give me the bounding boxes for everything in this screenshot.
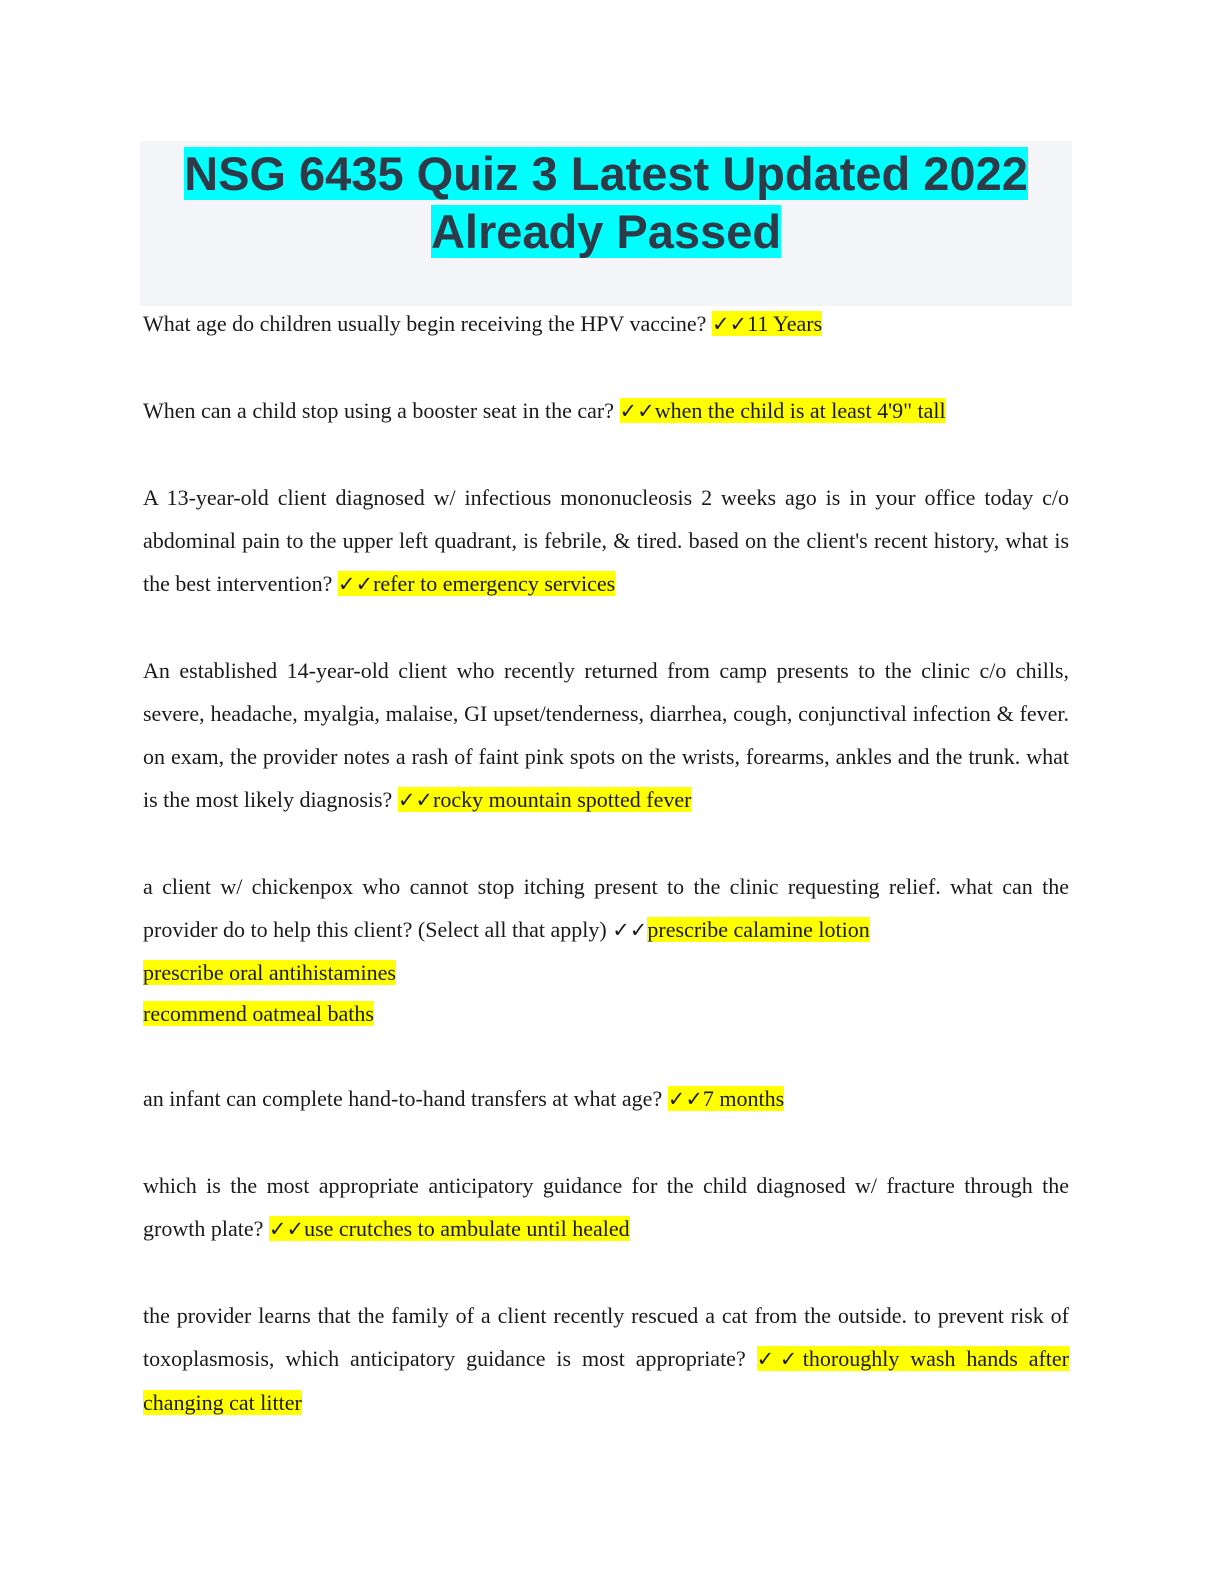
answer-text: refer to emergency services (373, 571, 616, 596)
answer-line-2-row: prescribe oral antihistamines (143, 952, 1069, 993)
qa-item-5: a client w/ chickenpox who cannot stop i… (143, 865, 1069, 1034)
question-text: A 13-year-old client diagnosed w/ infect… (143, 485, 1069, 596)
qa-item-4: An established 14-year-old client who re… (143, 649, 1069, 822)
check-mark-icon: ✓✓ (268, 1217, 305, 1241)
question-text: which is the most appropriate anticipato… (143, 1173, 1069, 1241)
qa-item-7: which is the most appropriate anticipato… (143, 1164, 1069, 1251)
spacer (143, 606, 1069, 649)
title-line-1: NSG 6435 Quiz 3 Latest Updated 2022 (184, 147, 1028, 200)
answer-text-line-2: prescribe oral antihistamines (143, 960, 396, 985)
question-text: What age do children usually begin recei… (143, 311, 712, 336)
spacer (143, 1121, 1069, 1164)
qa-item-2: When can a child stop using a booster se… (143, 389, 1069, 433)
answer-text: rocky mountain spotted fever (433, 787, 692, 812)
question-text: the provider learns that the family of a… (143, 1303, 1069, 1371)
check-mark-icon: ✓✓ (612, 918, 648, 942)
question-text: When can a child stop using a booster se… (143, 398, 620, 423)
spacer (143, 1251, 1069, 1294)
qa-list: What age do children usually begin recei… (143, 302, 1069, 1424)
title-line-2: Already Passed (430, 205, 782, 258)
check-mark-icon: ✓✓ (756, 1347, 803, 1371)
answer-highlight: ✓✓rocky mountain spotted fever (397, 787, 692, 812)
answer-text: prescribe calamine lotion (647, 917, 870, 942)
answer-text: thoroughly wash hands after changing cat… (143, 1346, 1069, 1415)
answer-highlight: ✓✓use crutches to ambulate until healed (268, 1216, 630, 1241)
answer-highlight: ✓✓7 months (667, 1086, 785, 1111)
answer-text-line-3: recommend oatmeal baths (143, 1001, 374, 1026)
page-title: NSG 6435 Quiz 3 Latest Updated 2022 Alre… (140, 141, 1072, 261)
spacer (143, 822, 1069, 865)
check-mark-icon: ✓✓ (619, 399, 655, 423)
answer-highlight: ✓✓refer to emergency services (337, 571, 616, 596)
answer-highlight: ✓✓when the child is at least 4'9" tall (619, 398, 946, 423)
answer-highlight: ✓✓11 Years (711, 311, 823, 336)
answer-text: when the child is at least 4'9" tall (654, 398, 946, 423)
qa-item-1: What age do children usually begin recei… (143, 302, 1069, 346)
answer-text: use crutches to ambulate until healed (304, 1216, 630, 1241)
qa-item-3: A 13-year-old client diagnosed w/ infect… (143, 476, 1069, 606)
title-band: NSG 6435 Quiz 3 Latest Updated 2022 Alre… (140, 141, 1072, 306)
spacer (143, 346, 1069, 389)
qa-item-8: the provider learns that the family of a… (143, 1294, 1069, 1424)
check-mark-icon: ✓✓ (337, 572, 374, 596)
question-text: An established 14-year-old client who re… (143, 658, 1069, 812)
question-text: an infant can complete hand-to-hand tran… (143, 1086, 668, 1111)
answer-line-3-row: recommend oatmeal baths (143, 993, 1069, 1034)
check-mark-icon: ✓✓ (711, 312, 748, 336)
spacer (143, 1034, 1069, 1077)
answer-text: 11 Years (747, 311, 823, 336)
spacer (143, 433, 1069, 476)
qa-item-6: an infant can complete hand-to-hand tran… (143, 1077, 1069, 1121)
question-text: a client w/ chickenpox who cannot stop i… (143, 874, 1069, 942)
check-mark-icon: ✓✓ (667, 1087, 703, 1111)
check-mark-icon: ✓✓ (397, 788, 434, 812)
answer-text: 7 months (702, 1086, 785, 1111)
